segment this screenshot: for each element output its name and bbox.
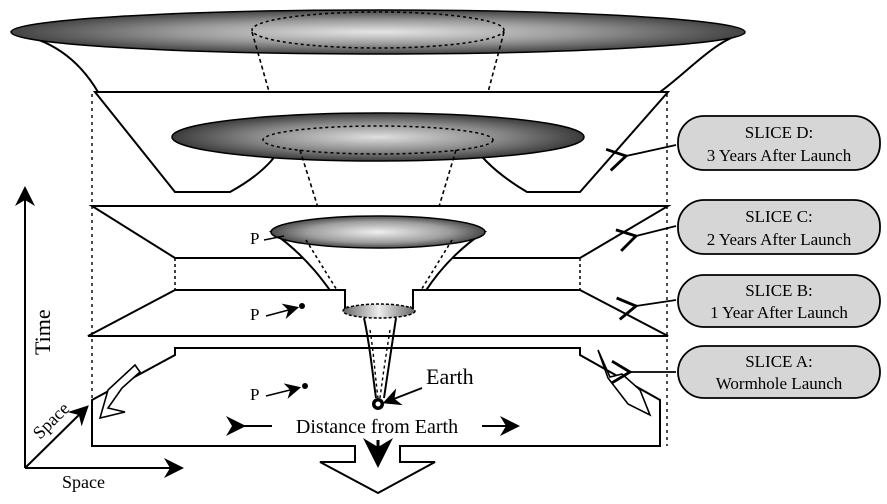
- distance-label-bg: [272, 414, 482, 438]
- svg-text:P: P: [250, 229, 259, 248]
- slice-b-plane: [87, 289, 669, 337]
- wormhole-throat: [363, 317, 397, 399]
- svg-text:1 Year After Launch: 1 Year After Launch: [710, 303, 848, 322]
- axes: [14, 186, 184, 478]
- point-p-slice-b: P: [250, 303, 305, 324]
- top-funnel: [10, 9, 746, 131]
- svg-text:SLICE D:: SLICE D:: [745, 123, 813, 142]
- slice-d-label: SLICE D: 3 Years After Launch: [605, 115, 881, 172]
- point-p-slice-a: P: [250, 383, 308, 404]
- space-axis-label-horizontal: Space: [62, 472, 105, 492]
- earth-label: Earth: [426, 364, 474, 389]
- space-axis-label-diagonal: Space: [29, 398, 74, 443]
- svg-text:SLICE B:: SLICE B:: [745, 281, 813, 300]
- svg-text:SLICE C:: SLICE C:: [745, 207, 813, 226]
- slice-b-label: SLICE B: 1 Year After Launch: [616, 274, 881, 328]
- svg-text:Wormhole Launch: Wormhole Launch: [716, 374, 843, 393]
- point-p-slice-c: P: [250, 229, 285, 248]
- svg-text:P: P: [250, 305, 259, 324]
- slice-d-funnel: [171, 112, 585, 231]
- svg-text:3 Years After Launch: 3 Years After Launch: [707, 146, 852, 165]
- svg-text:SLICE A:: SLICE A:: [745, 352, 813, 371]
- time-axis-label: Time: [30, 309, 55, 355]
- svg-text:2 Years After Launch: 2 Years After Launch: [707, 230, 852, 249]
- earth-arrow: [382, 387, 423, 406]
- slice-c-label: SLICE C: 2 Years After Launch: [615, 199, 881, 255]
- earth-marker-center: [375, 401, 381, 407]
- slice-a-label: SLICE A: Wormhole Launch: [611, 345, 881, 399]
- svg-text:P: P: [250, 385, 259, 404]
- distance-label: Distance from Earth: [296, 416, 458, 438]
- dashed-guides: [91, 94, 668, 446]
